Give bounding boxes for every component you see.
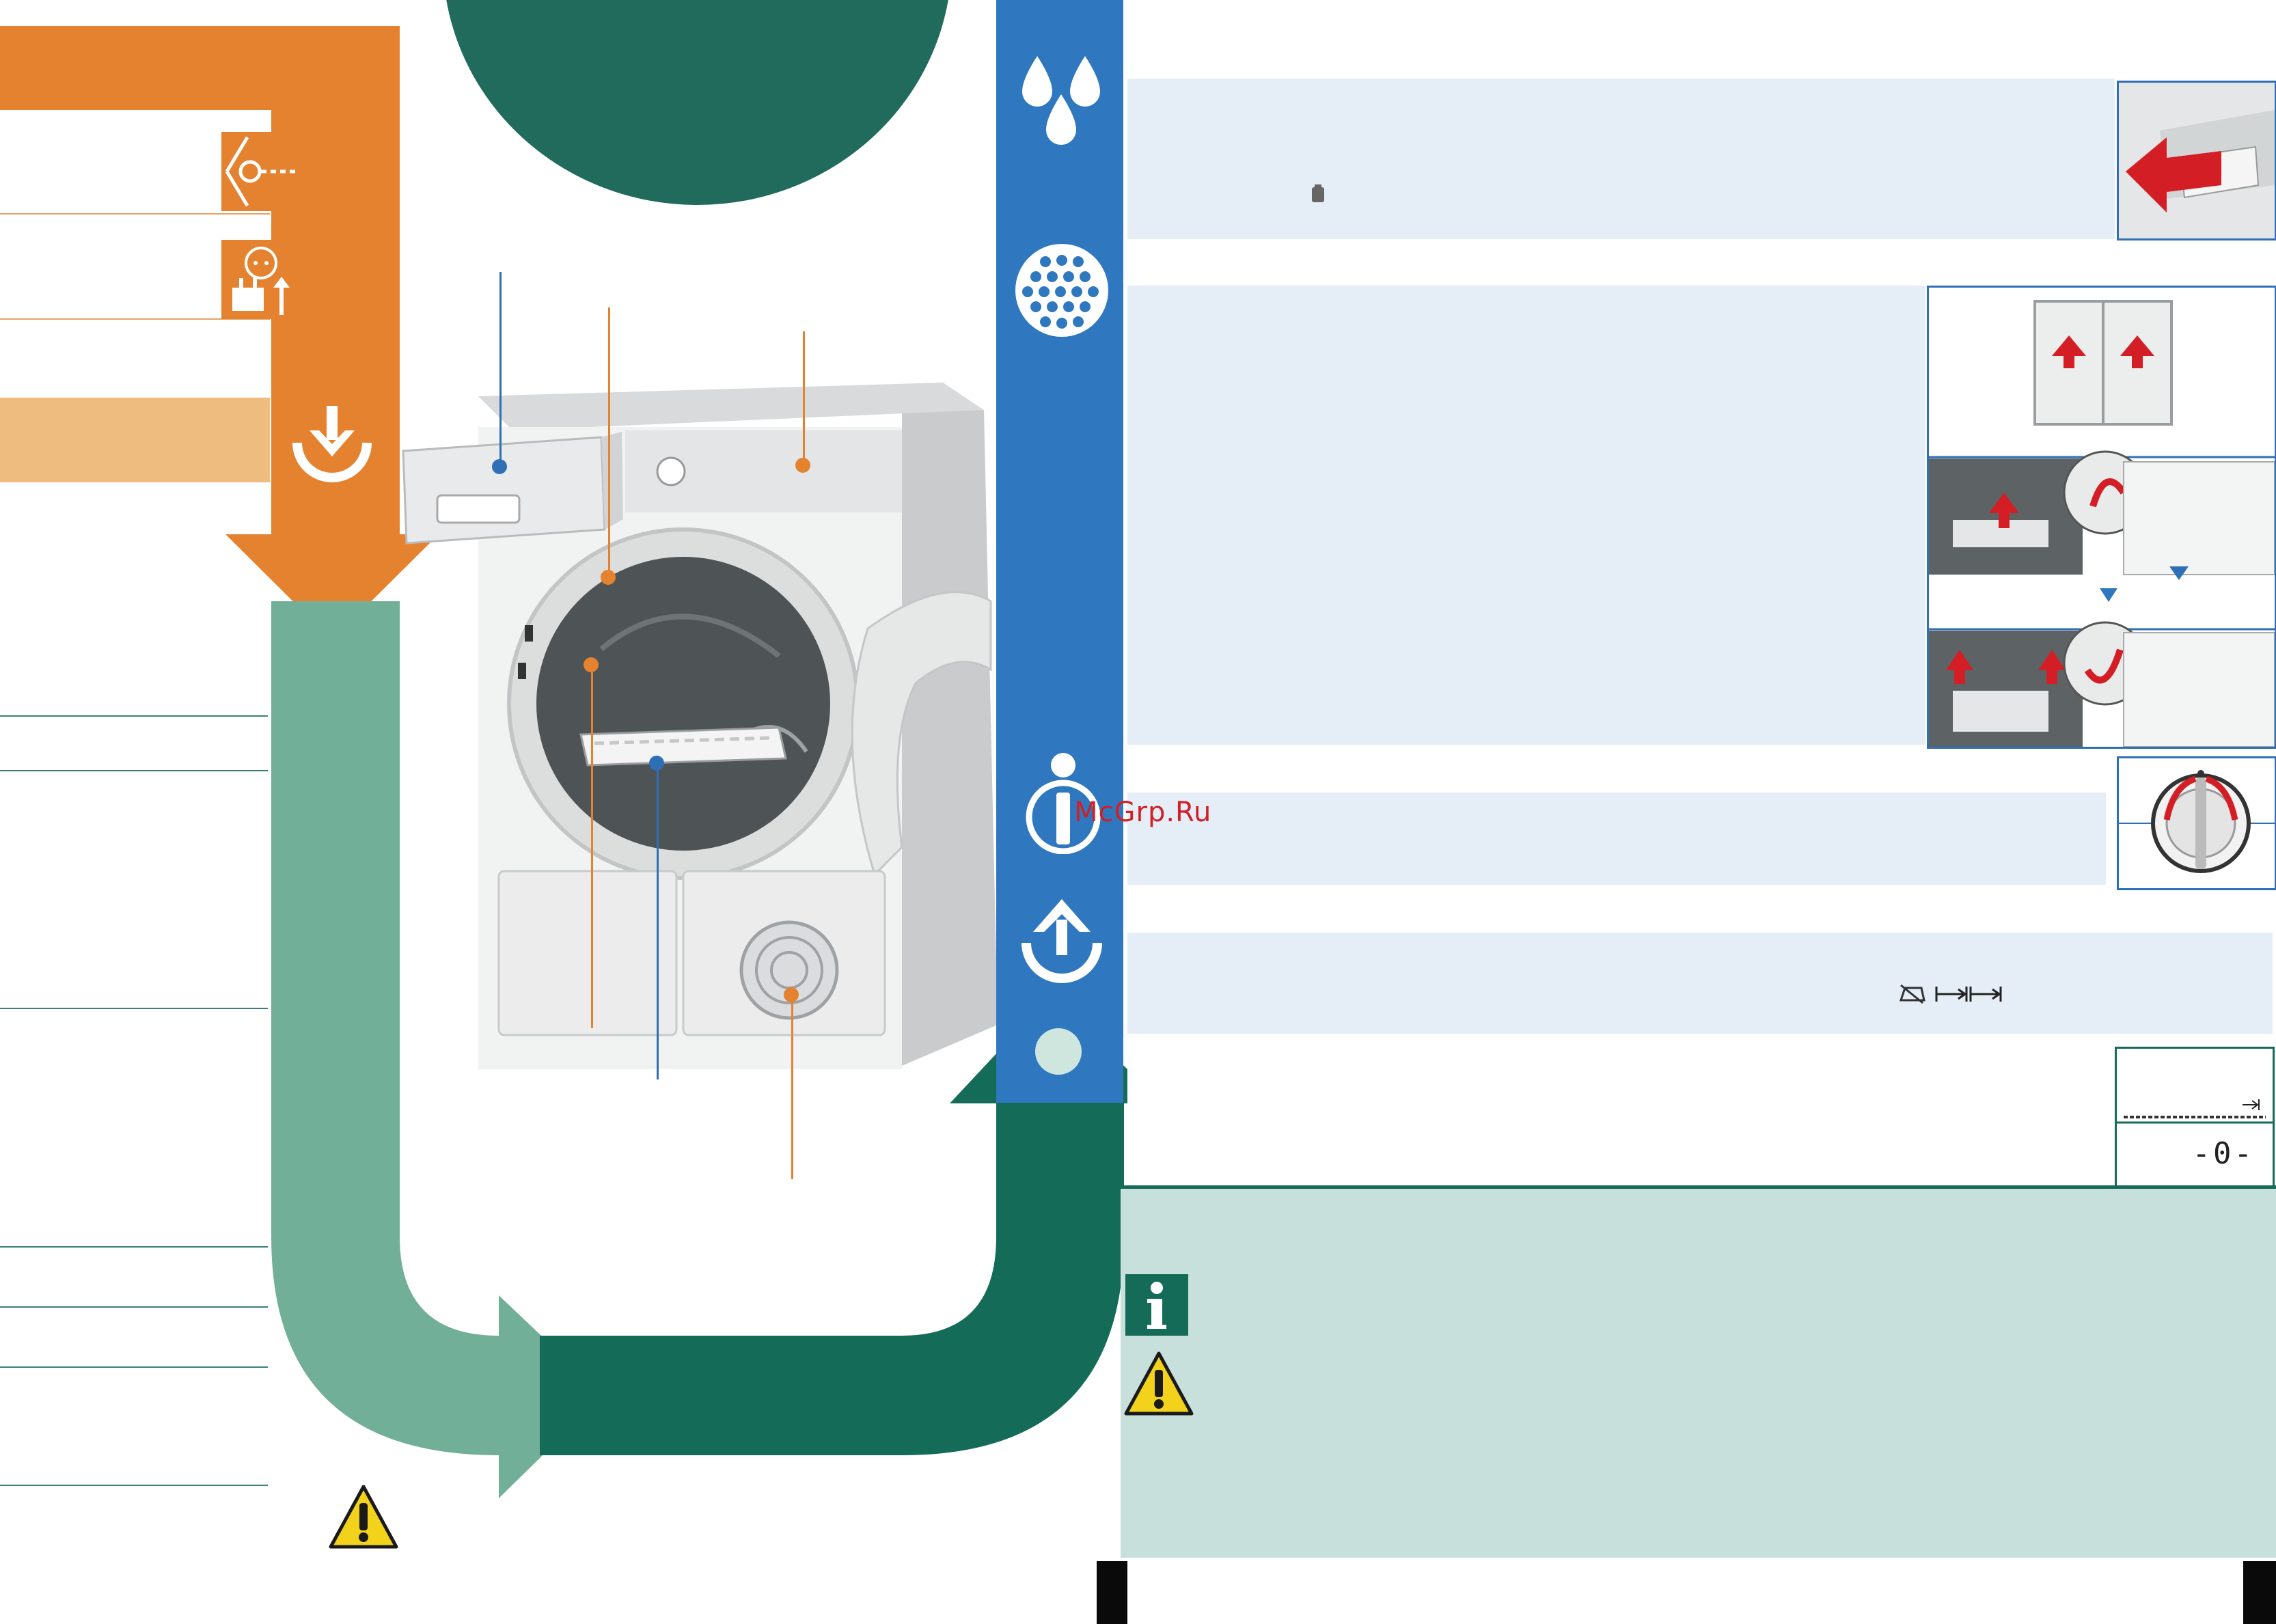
marker-heat-exchanger bbox=[784, 987, 799, 1002]
divider-line bbox=[0, 1008, 268, 1009]
divider-line bbox=[0, 715, 268, 717]
iron-symbol-icon bbox=[1898, 982, 1925, 1006]
unplug-power-icon bbox=[221, 240, 301, 319]
marker-drum bbox=[584, 657, 599, 672]
divider-line bbox=[0, 1366, 268, 1368]
marker-water-container bbox=[492, 459, 507, 474]
time-arrow-icon bbox=[1934, 984, 2005, 1004]
unload-up-arrow-icon bbox=[1019, 895, 1104, 984]
divider-line bbox=[0, 1485, 268, 1486]
page-edge-marker-left bbox=[1097, 1561, 1127, 1624]
panel-info-note bbox=[1127, 793, 2106, 885]
maintenance-strip bbox=[996, 0, 1123, 1103]
divider-line bbox=[0, 318, 270, 320]
marker-fluff-filter bbox=[649, 756, 664, 771]
divider-line bbox=[0, 1306, 268, 1308]
eye-check-icon bbox=[221, 132, 301, 211]
divider-line bbox=[0, 770, 268, 771]
divider-line bbox=[0, 213, 270, 215]
orange-label-block bbox=[0, 398, 270, 482]
page-edge-marker-right bbox=[2243, 1561, 2276, 1624]
image-display-readout: -0- bbox=[2115, 1047, 2275, 1189]
leader-line-heat-exchanger bbox=[791, 995, 793, 1179]
watermark-text: McGrp.Ru bbox=[1074, 797, 1212, 828]
water-drops-icon bbox=[1017, 49, 1106, 145]
warning-triangle-icon bbox=[1123, 1349, 1194, 1418]
notes-box bbox=[1121, 1185, 2276, 1558]
warning-triangle-icon bbox=[328, 1483, 399, 1551]
display-readout-value: -0- bbox=[2192, 1136, 2255, 1171]
panel-water-container bbox=[1127, 79, 2115, 239]
leader-line-door-seal bbox=[608, 307, 610, 578]
image-fluff-filter-steps bbox=[1927, 286, 2276, 749]
leader-line-water-container bbox=[499, 272, 502, 467]
marker-control-panel bbox=[795, 458, 810, 473]
flow-arrow-graphic bbox=[0, 26, 1127, 1498]
container-small-icon bbox=[1311, 183, 1326, 204]
info-circle-icon bbox=[1025, 752, 1101, 855]
image-program-selector bbox=[2117, 756, 2276, 890]
leader-line-drum bbox=[591, 666, 593, 1028]
marker-door-seal bbox=[601, 570, 616, 585]
leader-line-control-panel bbox=[803, 331, 805, 465]
image-water-container-removal bbox=[2117, 81, 2276, 240]
divider-line bbox=[0, 1246, 268, 1248]
panel-fluff-filter bbox=[1127, 286, 1925, 745]
load-down-arrow-icon bbox=[290, 403, 374, 486]
info-square-icon bbox=[1125, 1274, 1188, 1336]
leader-line-fluff-filter bbox=[657, 764, 659, 1079]
panel-unload bbox=[1127, 933, 2273, 1034]
step-indicator-dot bbox=[1035, 1028, 1082, 1075]
dryer-illustration bbox=[402, 383, 998, 1069]
fluff-filter-icon bbox=[1014, 243, 1110, 338]
